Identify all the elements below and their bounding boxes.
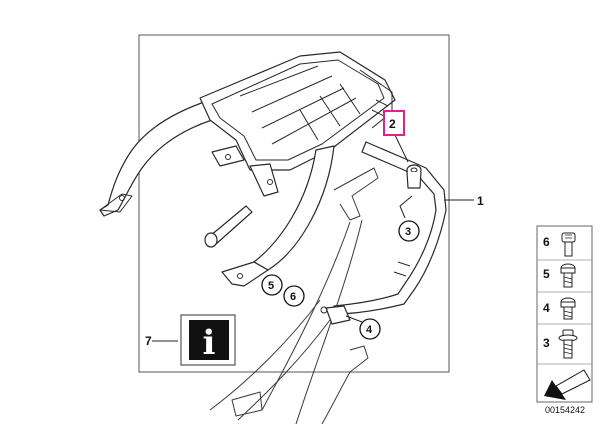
short-bolt-icon [560,297,576,320]
callout-5-circle [261,274,283,296]
legend-label-3: 3 [543,336,550,350]
callout-2: 2 [389,117,396,131]
legend-label-5: 5 [543,267,550,281]
callout-7: 7 [145,334,152,348]
legend-label-6: 6 [543,235,550,249]
callout-6: 6 [290,291,296,303]
info-icon: i [180,314,236,366]
flange-bolt-icon [558,329,578,359]
callout-4-circle [359,318,381,340]
luggage-rack [99,51,396,287]
callout-1: 1 [477,194,484,208]
callout-3: 3 [405,226,411,238]
diagram-number: 00154242 [545,405,585,415]
callout-3-circle [398,220,420,242]
leader-lines [152,134,474,342]
callout-6-circle [283,285,305,307]
torx-bolt-icon [560,263,576,288]
svg-text:i: i [203,323,216,363]
grab-handle-bar [320,141,447,325]
hex-bolt-icon [561,232,576,257]
rubber-buffer [204,205,253,248]
legend-label-4: 4 [543,301,550,315]
direction-arrow-icon [544,369,591,400]
callout-2-highlight [383,110,405,136]
hardware-legend: 6 5 4 3 [536,225,593,403]
diagram-frame [138,34,450,373]
callout-5: 5 [268,280,274,292]
callout-4: 4 [366,324,373,336]
